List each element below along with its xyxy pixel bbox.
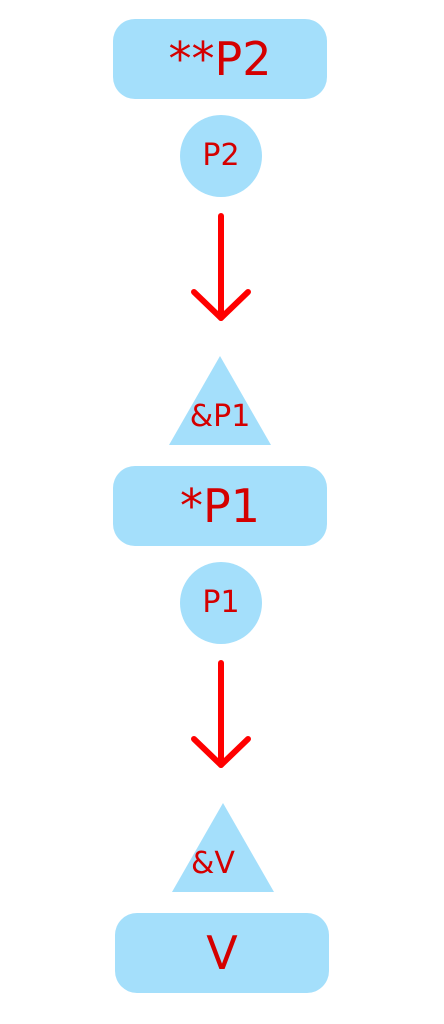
deref-p2-label: **P2 bbox=[168, 32, 272, 86]
p2-circle-label: P2 bbox=[202, 138, 240, 173]
arrow-down-icon bbox=[191, 660, 251, 768]
deref-p2-box: **P2 bbox=[113, 19, 327, 99]
v-label: V bbox=[206, 926, 238, 980]
p1-circle: P1 bbox=[180, 562, 262, 644]
arrow-down-icon bbox=[191, 213, 251, 321]
p2-circle: P2 bbox=[180, 115, 262, 197]
v-box: V bbox=[115, 913, 329, 993]
addr-p1-label: &P1 bbox=[189, 399, 251, 434]
deref-p1-label: *P1 bbox=[179, 479, 260, 533]
deref-p1-box: *P1 bbox=[113, 466, 327, 546]
addr-p1-triangle bbox=[169, 356, 271, 445]
addr-v-label: &V bbox=[191, 846, 235, 881]
p1-circle-label: P1 bbox=[202, 585, 240, 620]
addr-v-triangle bbox=[172, 803, 274, 892]
